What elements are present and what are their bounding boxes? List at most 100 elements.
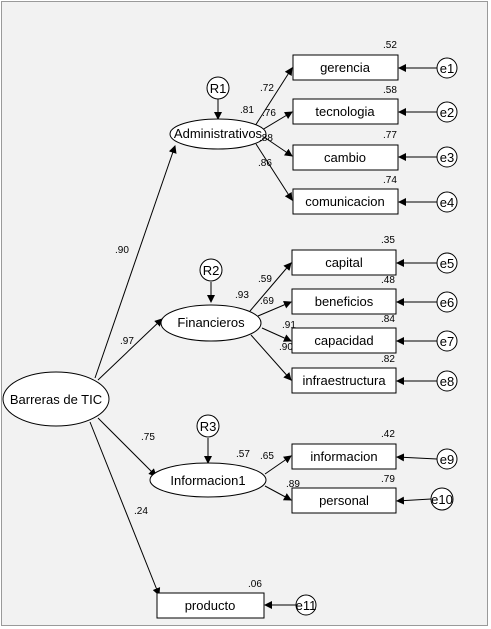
coef-administrativos-cambio: .88 xyxy=(259,133,273,144)
r2-financieros: .93 xyxy=(235,290,249,301)
coef-informacion1-personal: .89 xyxy=(286,479,300,490)
comunicacion-node xyxy=(292,188,399,215)
coef-barreras-financieros: .97 xyxy=(120,336,134,347)
edge-financieros-infraestructura xyxy=(250,334,292,381)
edge-financieros-capacidad xyxy=(261,327,292,342)
e4-label: e4 xyxy=(440,195,454,210)
beneficios-node xyxy=(291,288,397,315)
administrativos-node xyxy=(169,118,267,150)
e7-label: e7 xyxy=(440,334,454,349)
r2-node xyxy=(199,258,223,282)
gerencia-label: gerencia xyxy=(320,60,371,75)
disturbances: R1 R2 R3 xyxy=(196,76,230,438)
informacion1-label: Informacion1 xyxy=(170,473,245,488)
e8-node xyxy=(436,370,458,392)
capital-node xyxy=(291,249,397,276)
r2-tecnologia: .58 xyxy=(383,85,397,96)
edge-barreras-administrativos xyxy=(94,145,177,379)
barreras-label: Barreras de TIC xyxy=(10,392,102,407)
edge-administrativos-tecnologia xyxy=(261,111,293,131)
capacidad-label: capacidad xyxy=(314,333,373,348)
coef-informacion1-informacion: .65 xyxy=(260,451,274,462)
r2-informacion1: .57 xyxy=(236,449,250,460)
e9-node xyxy=(436,448,458,470)
edges xyxy=(89,64,438,609)
e7-node xyxy=(436,330,458,352)
cambio-label: cambio xyxy=(324,150,366,165)
edge-financieros-capital xyxy=(249,262,292,312)
e6-label: e6 xyxy=(440,295,454,310)
r2-capital: .35 xyxy=(381,235,395,246)
r2-beneficios: .48 xyxy=(381,275,395,286)
e2-label: e2 xyxy=(440,105,454,120)
path-coefficients: .90 .97 .75 .24 .72 .76 .88 .86 .59 .69 … xyxy=(115,83,300,517)
informacion1-node xyxy=(149,462,267,498)
capital-label: capital xyxy=(325,255,363,270)
e3-node xyxy=(436,146,458,168)
edge-e9-informacion xyxy=(396,453,438,462)
administrativos-label: Administrativos xyxy=(174,126,263,141)
capacidad-node xyxy=(291,327,397,354)
infraestructura-node xyxy=(291,367,397,394)
edge-e10-personal xyxy=(396,496,432,505)
edge-informacion1-personal xyxy=(264,485,292,501)
coef-barreras-administrativos: .90 xyxy=(115,245,129,256)
r2-gerencia: .52 xyxy=(383,40,397,51)
coef-financieros-capital: .59 xyxy=(258,274,272,285)
edge-administrativos-cambio xyxy=(263,136,293,157)
barreras-node xyxy=(2,371,110,427)
e5-label: e5 xyxy=(440,256,454,271)
e8-label: e8 xyxy=(440,374,454,389)
personal-label: personal xyxy=(319,493,369,508)
r2-capacidad: .84 xyxy=(381,314,395,325)
edge-financieros-beneficios xyxy=(257,301,292,317)
tecnologia-node xyxy=(292,98,399,125)
infraestructura-label: infraestructura xyxy=(302,373,386,388)
tecnologia-label: tecnologia xyxy=(315,104,375,119)
e9-label: e9 xyxy=(440,452,454,467)
cambio-node xyxy=(292,144,399,171)
r2-infraestructura: .82 xyxy=(381,354,395,365)
edge-informacion1-informacion xyxy=(264,455,292,475)
e6-node xyxy=(436,291,458,313)
coef-administrativos-tecnologia: .76 xyxy=(262,108,276,119)
coef-financieros-infraestructura: .90 xyxy=(279,342,293,353)
r2-comunicacion: .74 xyxy=(383,175,397,186)
r2-administrativos: .81 xyxy=(240,105,254,116)
latent-variables: Barreras de TIC Administrativos Financie… xyxy=(2,118,267,498)
e3-label: e3 xyxy=(440,150,454,165)
producto-node xyxy=(156,592,265,619)
personal-node xyxy=(291,487,397,514)
edge-barreras-producto xyxy=(89,421,161,596)
e1-node xyxy=(436,57,458,79)
coef-barreras-producto: .24 xyxy=(134,506,148,517)
r1-label: R1 xyxy=(210,81,227,96)
coef-administrativos-gerencia: .72 xyxy=(260,83,274,94)
e5-node xyxy=(436,252,458,274)
financieros-label: Financieros xyxy=(177,315,245,330)
coef-administrativos-comunicacion: .86 xyxy=(258,158,272,169)
gerencia-node xyxy=(292,54,399,81)
comunicacion-label: comunicacion xyxy=(305,194,385,209)
coef-financieros-beneficios: .69 xyxy=(260,296,274,307)
r1-node xyxy=(206,76,230,100)
edge-barreras-financieros xyxy=(97,318,163,381)
r2-producto: .06 xyxy=(248,579,262,590)
e1-label: e1 xyxy=(440,61,454,76)
edge-barreras-informacion1 xyxy=(97,417,157,477)
r-squared-values: .81 .93 .57 .06 .52 .58 .77 .74 .35 .48 … xyxy=(235,40,397,590)
informacion-node xyxy=(291,443,397,470)
e10-label: e10 xyxy=(431,492,453,507)
r2-informacion: .42 xyxy=(381,429,395,440)
e2-node xyxy=(436,101,458,123)
edge-administrativos-gerencia xyxy=(254,67,293,127)
r3-label: R3 xyxy=(200,419,217,434)
r2-personal: .79 xyxy=(381,474,395,485)
error-terms: e1 e2 e3 e4 e5 e6 e7 e8 e9 e10 e11 xyxy=(295,57,458,616)
edge-administrativos-comunicacion xyxy=(255,143,293,201)
coef-financieros-capacidad: .91 xyxy=(282,320,296,331)
beneficios-label: beneficios xyxy=(315,294,374,309)
e10-node xyxy=(430,487,454,511)
e11-label: e11 xyxy=(296,598,317,613)
